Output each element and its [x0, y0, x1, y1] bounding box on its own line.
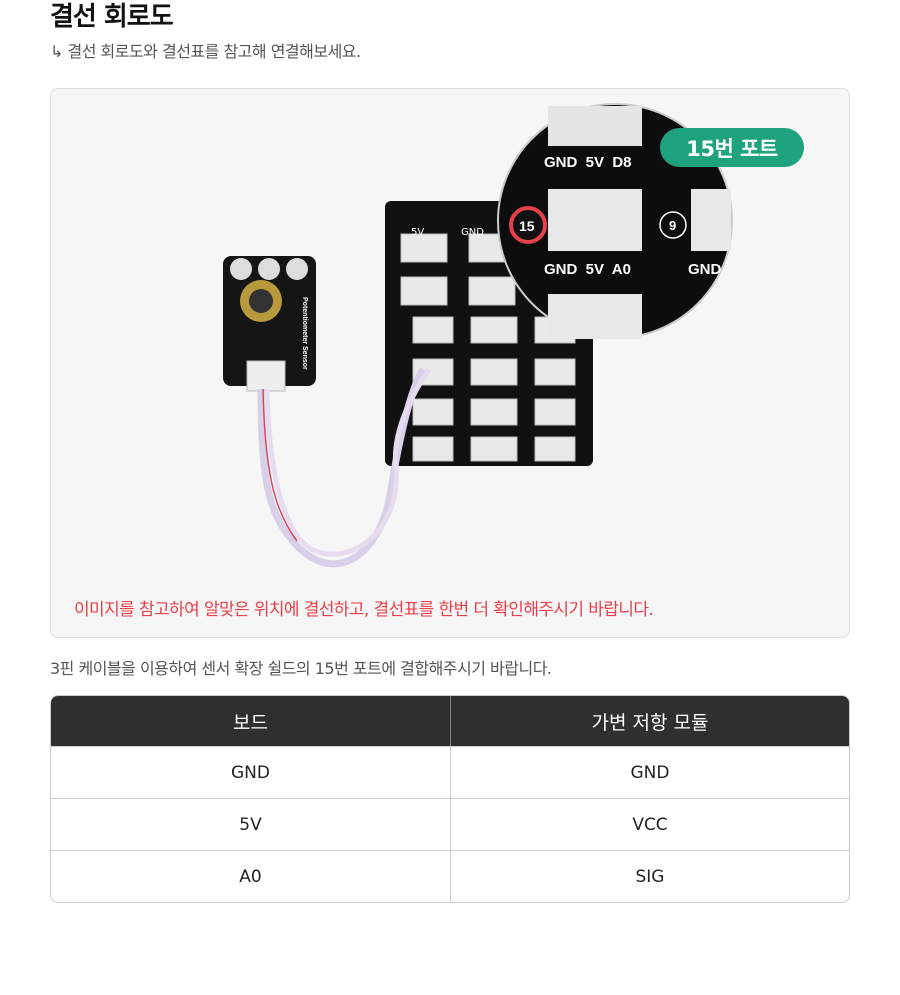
- magnifier-label-row2: GND 5V A0: [544, 261, 631, 278]
- table-cell: GND: [51, 746, 450, 798]
- port-number-9: 9: [669, 218, 676, 233]
- column-header-module: 가변 저항 모듈: [450, 696, 849, 746]
- table-row: A0 SIG: [51, 850, 849, 902]
- board-5v-label: 5V: [411, 227, 424, 238]
- port-badge: 15번 포트: [660, 128, 804, 167]
- shield-connectors: [400, 233, 576, 462]
- table-header-row: 보드 가변 저항 모듈: [51, 696, 849, 746]
- table-cell: A0: [51, 850, 450, 902]
- wiring-table: 보드 가변 저항 모듈 GND GND 5V VCC A0 SIG: [50, 695, 850, 903]
- table-cell: 5V: [51, 798, 450, 850]
- wiring-illustration: 5V GND Potentiometer Sensor GND 5V D8 GN…: [223, 103, 733, 568]
- board-gnd-label: GND: [461, 227, 484, 238]
- table-cell: SIG: [450, 850, 849, 902]
- image-caption: 이미지를 참고하여 알맞은 위치에 결선하고, 결선표를 한번 더 확인해주시기…: [74, 600, 654, 620]
- table-cell: VCC: [450, 798, 849, 850]
- instruction-text: 3핀 케이블을 이용하여 센서 확장 쉴드의 15번 포트에 결합해주시기 바랍…: [50, 659, 552, 678]
- table-row: 5V VCC: [51, 798, 849, 850]
- sensor-module-label: Potentiometer Sensor: [301, 297, 308, 370]
- page-title: 결선 회로도: [50, 2, 174, 32]
- magnifier-label-side: GND: [688, 261, 722, 278]
- table-cell: GND: [450, 746, 849, 798]
- port-number-15: 15: [519, 218, 535, 234]
- page-subtitle: ↳ 결선 회로도와 결선표를 참고해 연결해보세요.: [50, 42, 361, 61]
- magnifier-label-row1: GND 5V D8: [544, 154, 632, 171]
- wiring-diagram-image: 5V GND Potentiometer Sensor GND 5V D8 GN…: [50, 88, 850, 638]
- table-row: GND GND: [51, 746, 849, 798]
- port-15-highlight: [509, 206, 547, 244]
- column-header-board: 보드: [51, 696, 450, 746]
